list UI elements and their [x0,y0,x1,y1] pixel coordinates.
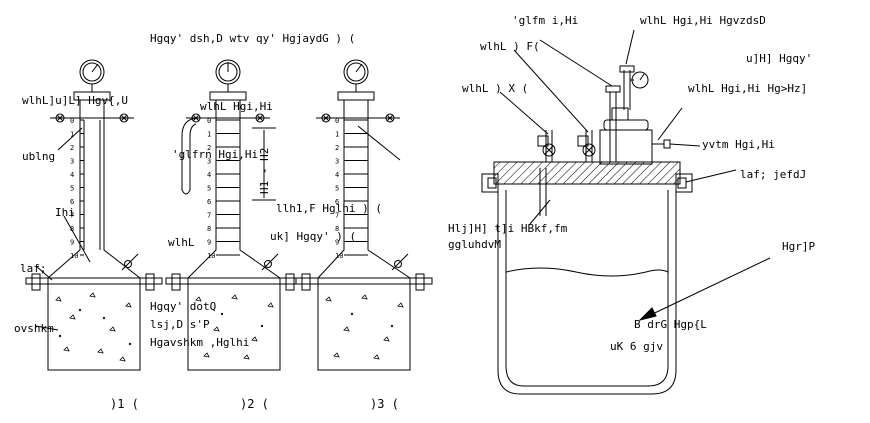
scale-number-1-2: 2 [70,144,74,152]
scale-number-2-6: 6 [207,198,211,206]
label-stem-1: ublng [22,150,55,163]
scale-number-2-10: 10 [207,252,215,260]
vessel-inner [505,190,669,387]
label-rod-1: Hlj]H] t]i HBkf,fm [448,222,568,235]
label-right-2b: uk] Hgqy' ) ( [270,230,356,243]
instrument-1 [47,59,141,279]
label-valve-right: wlhL Hgi,Hi Hg>Hz] [688,82,807,95]
scale-number-2-9: 9 [207,239,211,247]
scale-number-1-4: 4 [70,171,74,179]
scale-number-2-5: 5 [207,185,211,193]
label-h-diff: H1 - H2 [258,148,271,194]
leader-lines-left [35,127,91,331]
label-valve-f: wlhL ) F( [480,40,540,53]
label-pressure: u]H] Hgqy' [746,52,812,65]
scale-number-3-5: 5 [335,185,339,193]
label-right-2a: llh1,F Hglhi ) ( [276,202,382,215]
caption-2: )2 ( [240,397,269,411]
scale-number-2-7: 7 [207,212,211,220]
scale-number-3-8: 8 [335,225,339,233]
label-soil-2a: Hgqy' dotQ [150,300,216,313]
label-valve-top-1: wlhL]u]L] Hgv{,U [22,94,128,107]
vessel-outer [497,190,677,395]
scale-number-1-0: 0 [70,117,74,125]
label-cylinder: yvtm Hgi,Hi [702,138,775,151]
soil-box-3 [295,273,433,371]
label-soil-2c: Hgavshkm ,Hglhi [150,336,249,349]
scale-number-2-4: 4 [207,171,211,179]
scale-number-2-1: 1 [207,131,211,139]
scale-ticks-2 [216,119,240,256]
label-soil-1: ovshkm [14,322,54,335]
scale-number-3-7: 7 [335,212,339,220]
water-surface [505,267,669,277]
label-valve-gauge: wlhL Hgi,Hi HgvzdsD [640,14,766,27]
right-drawing [481,29,771,395]
scale-numbers-1: 0 1 2 3 4 5 6 7 8 9 10 [70,117,78,260]
scale-number-2-0: 0 [207,117,211,125]
scale-number-1-10: 10 [70,252,78,260]
scale-number-1-6: 6 [70,198,74,206]
left-title: Hgqy' dsh,D wtv qy' HgjaydG ) ( [150,32,355,45]
soil-box-1 [25,273,163,371]
scale-number-2-8: 8 [207,225,211,233]
scale-ticks-3 [344,119,368,256]
scale-number-3-9: 9 [335,239,339,247]
scale-number-2-3: 3 [207,158,211,166]
label-flange-1: laf; [20,262,47,275]
left-labels: Hgqy' dsh,D wtv qy' HgjaydG ) ( wlhL]u]L… [14,32,399,411]
scale-ticks-1 [80,119,84,256]
right-labels: 'glfm i,Hi wlhL Hgi,Hi HgvzdsD wlhL ) F(… [448,14,815,353]
label-water: Hgr]P [782,240,815,253]
label-valve-low-2: wlhL [168,236,195,249]
scale-number-1-5: 5 [70,185,74,193]
label-tube-2: 'glfrn Hgi,Hi [172,148,258,161]
caption-1: )1 ( [110,397,139,411]
label-depth-1: B drG Hgp{L [634,318,707,331]
label-inner-1: Ihi [55,206,75,219]
scale-number-3-3: 3 [335,158,339,166]
scale-numbers-2: 0 1 2 3 4 5 6 7 8 9 10 [207,117,215,260]
label-depth-2: uK 6 gjv [610,340,663,353]
scale-number-1-9: 9 [70,239,74,247]
scale-number-3-0: 0 [335,117,339,125]
instrument-2 [181,59,281,279]
scale-number-3-6: 6 [335,198,339,206]
label-flange: laf; jefdJ [740,168,806,181]
label-valve-x: wlhL ) X ( [462,82,528,95]
soil-speckle [55,292,404,362]
scale-number-1-8: 8 [70,225,74,233]
scale-number-3-2: 2 [335,144,339,152]
scale-number-1-3: 3 [70,158,74,166]
scale-number-1-1: 1 [70,131,74,139]
scale-numbers-3: 0 1 2 3 4 5 6 7 8 9 10 [335,117,343,260]
scale-number-3-10: 10 [335,252,343,260]
scale-number-3-1: 1 [335,131,339,139]
label-soil-2b: lsj,D s'P [150,318,210,331]
scale-number-3-4: 4 [335,171,339,179]
scale-number-1-7: 7 [70,212,74,220]
left-drawing [25,59,433,371]
scale-number-2-2: 2 [207,144,211,152]
flange-hatched [493,161,681,185]
label-valve-top-2: wlhL Hgi,Hi [200,100,273,113]
caption-3: )3 ( [370,397,399,411]
label-tube-top: 'glfm i,Hi [512,14,578,27]
instrument-3 [316,59,411,279]
label-rod-2: ggluhdvM [448,238,501,251]
